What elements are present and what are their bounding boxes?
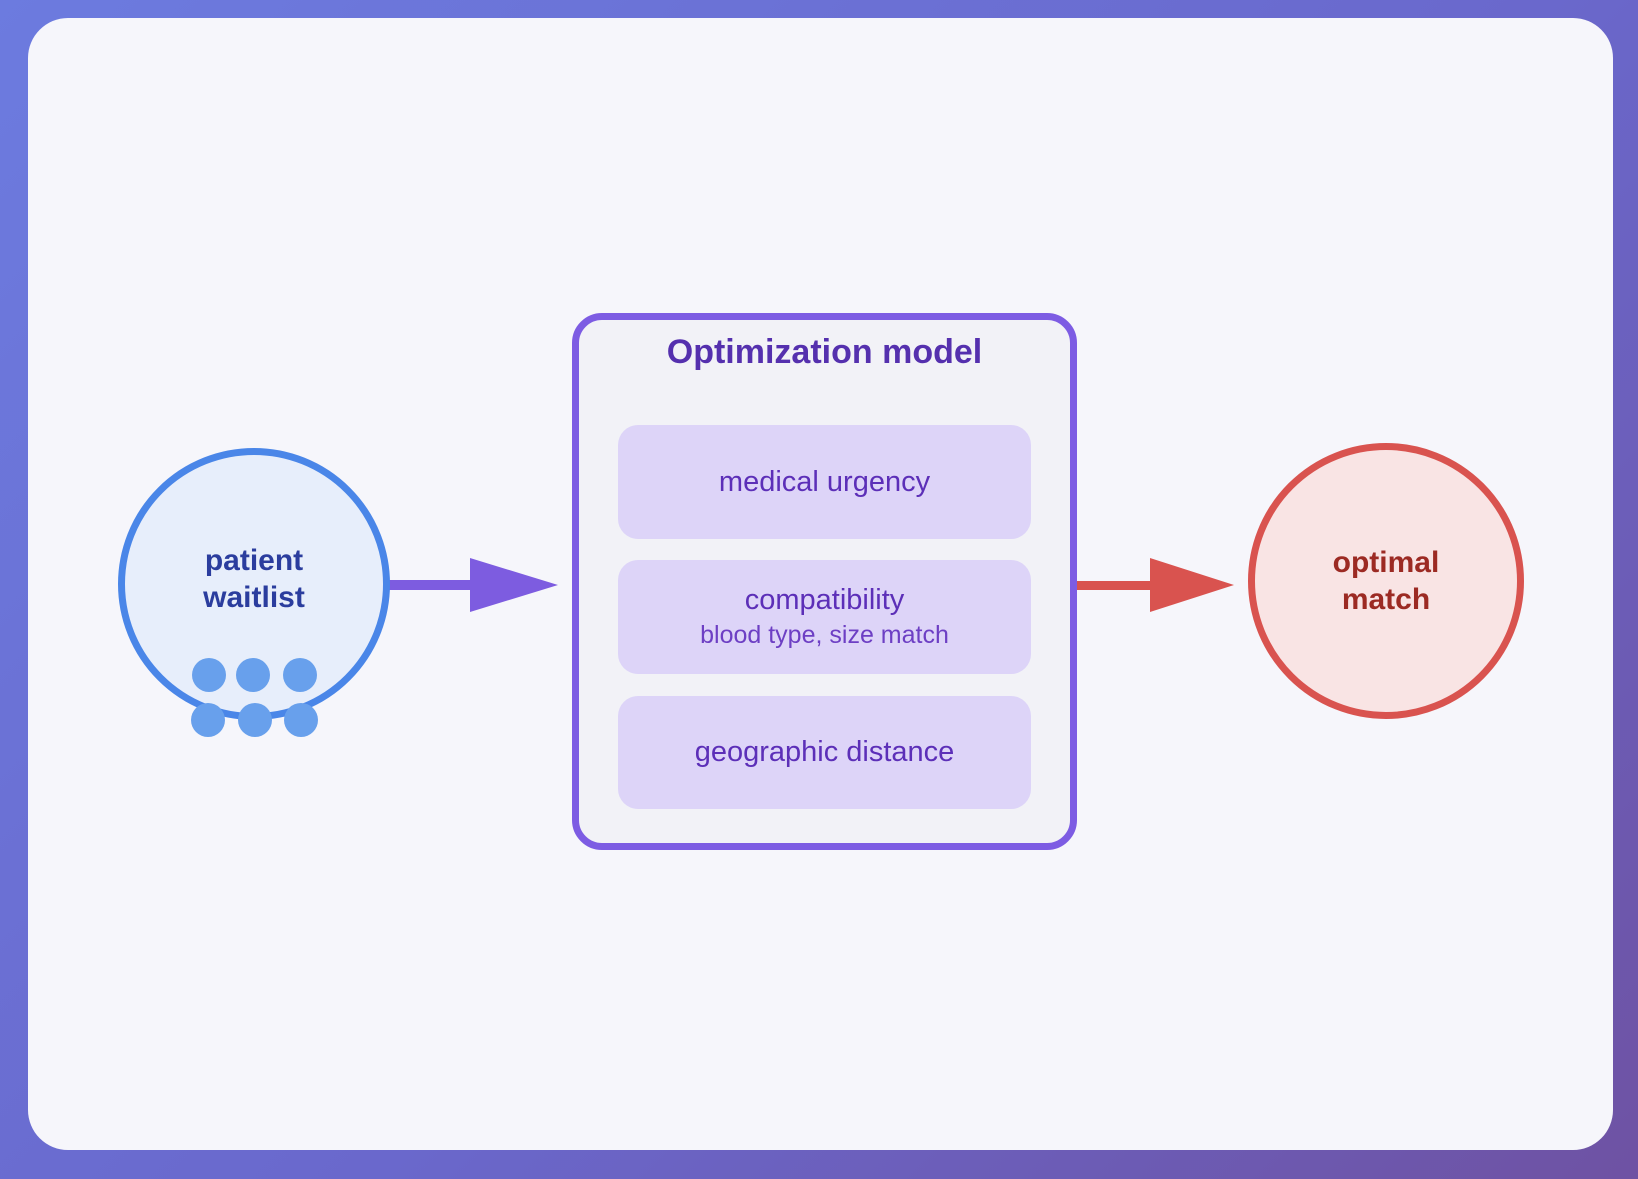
factor-label: compatibility (744, 584, 905, 616)
patient-dot-icon (238, 703, 272, 737)
patient-dot-icon (284, 703, 318, 737)
factor-geographic-distance: geographic distance (618, 696, 1031, 809)
patient-waitlist-node: patient waitlist (118, 448, 390, 720)
patient-dot-icon (192, 658, 226, 692)
factor-label: medical urgency (718, 465, 931, 498)
optimal-match-node: optimal match (1248, 443, 1524, 719)
optimal-match-label: optimal match (1332, 546, 1440, 616)
optimization-model-title: Optimization model (666, 333, 983, 371)
optimization-model-box: Optimization model medical urgency compa… (572, 313, 1077, 850)
model-to-match-arrow-shaft (1070, 581, 1152, 590)
factor-sublabel: blood type, size match (700, 621, 949, 649)
factor-compatibility: compatibility blood type, size match (618, 560, 1031, 674)
waitlist-to-model-arrowhead-icon (470, 558, 558, 612)
patient-dot-icon (283, 658, 317, 692)
factor-label: geographic distance (694, 736, 955, 768)
factor-medical-urgency: medical urgency (618, 425, 1031, 539)
patient-waitlist-label: patient waitlist (203, 544, 305, 614)
patient-dot-icon (191, 703, 225, 737)
model-to-match-arrowhead-icon (1150, 558, 1234, 612)
patient-dot-icon (236, 658, 270, 692)
waitlist-to-model-arrow-shaft (388, 580, 472, 590)
